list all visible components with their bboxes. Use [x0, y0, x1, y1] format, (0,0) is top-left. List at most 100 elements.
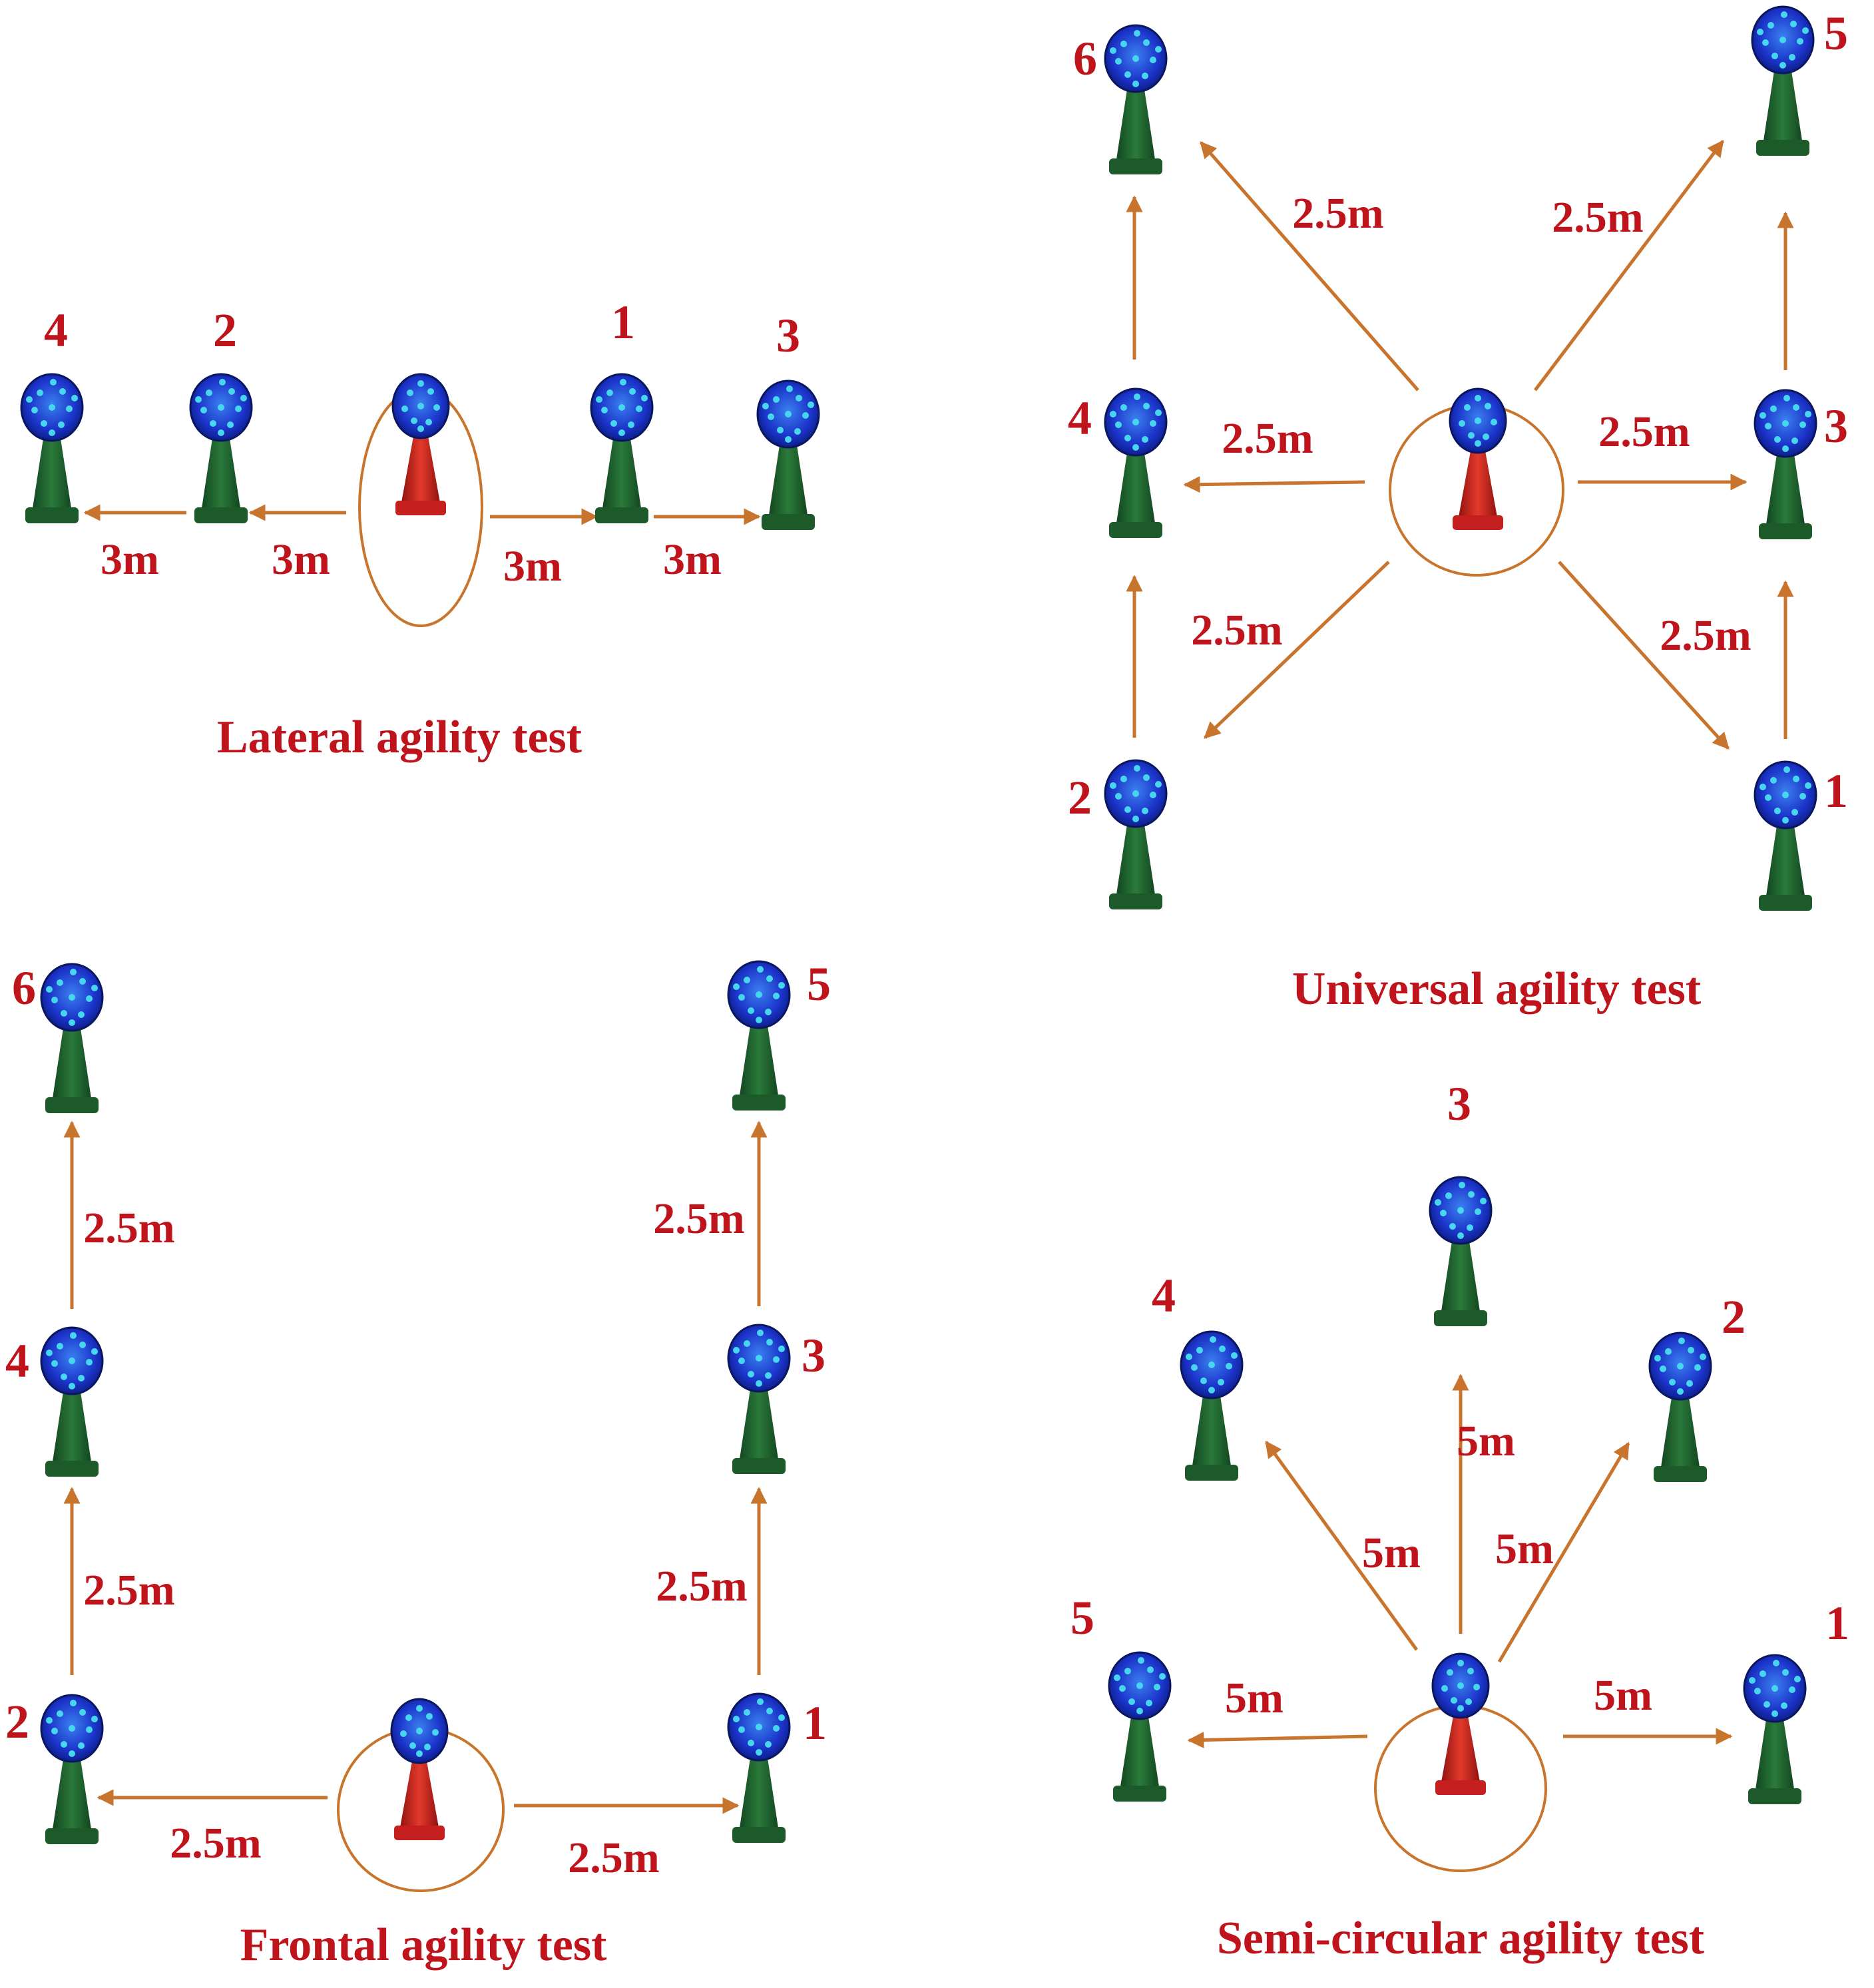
light-led — [1115, 793, 1122, 800]
light-led — [200, 407, 207, 413]
light-led — [1150, 57, 1156, 63]
light-led — [1678, 1338, 1685, 1344]
distance-label: 3m — [272, 535, 330, 584]
light-led — [744, 1340, 750, 1347]
distance-label: 3m — [101, 535, 159, 584]
light-led — [1219, 1346, 1226, 1352]
light-led — [1781, 11, 1787, 18]
light-led — [31, 407, 38, 413]
light-led — [766, 1708, 773, 1714]
distance-label: 2.5m — [170, 1819, 261, 1867]
distance-label: 5m — [1495, 1525, 1554, 1573]
light-led — [61, 1373, 67, 1380]
light-number: 3 — [1824, 399, 1848, 453]
light-led — [1802, 27, 1809, 34]
light-led — [1773, 1660, 1779, 1666]
light-led — [1435, 1199, 1441, 1206]
light-led — [765, 1372, 772, 1379]
light-led — [433, 404, 440, 411]
light-led — [61, 1010, 67, 1017]
light-led — [733, 983, 740, 990]
light-led — [756, 1355, 762, 1362]
light-led — [1134, 765, 1140, 772]
light-led — [432, 1729, 439, 1736]
light-led — [416, 1705, 423, 1712]
light-led — [1799, 421, 1806, 428]
light-led — [37, 389, 43, 396]
start-cone-base — [394, 1826, 445, 1840]
light-led — [1155, 46, 1162, 53]
semicircular-light-2 — [1648, 1332, 1712, 1482]
light-led — [1771, 1710, 1778, 1717]
light-led — [1110, 47, 1116, 54]
light-led — [1132, 816, 1139, 822]
light-led — [756, 1749, 762, 1756]
light-led — [756, 1380, 762, 1387]
distance-label: 3m — [503, 542, 562, 591]
light-led — [1688, 1347, 1694, 1354]
diagram-title: Semi-circular agility test — [1217, 1913, 1704, 1964]
light-led — [748, 1740, 754, 1746]
light-led — [46, 1350, 53, 1356]
direction-arrow — [1264, 1440, 1419, 1651]
light-led — [66, 405, 73, 412]
light-led — [417, 425, 424, 432]
light-led — [78, 1375, 85, 1381]
light-led — [1200, 1377, 1207, 1384]
frontal-start-cone — [390, 1698, 449, 1840]
light-led — [1770, 777, 1777, 784]
distance-label: 2.5m — [653, 1194, 744, 1243]
light-led — [628, 421, 634, 428]
light-led — [1464, 404, 1471, 411]
start-cone-base — [395, 501, 446, 515]
light-led — [1115, 58, 1122, 65]
light-led — [58, 421, 65, 428]
cone-base — [194, 507, 248, 523]
light-led — [1771, 53, 1778, 59]
light-led — [773, 993, 780, 999]
lateral-light-2 — [189, 373, 253, 523]
light-led — [1191, 1364, 1198, 1371]
light-led — [1774, 808, 1781, 814]
light-led — [1677, 1388, 1684, 1395]
light-led — [78, 1742, 85, 1749]
light-led — [411, 417, 417, 424]
light-led — [57, 979, 63, 986]
light-led — [61, 1741, 67, 1748]
start-cone-body — [1458, 447, 1498, 521]
cone-base — [1654, 1466, 1707, 1482]
light-led — [235, 405, 242, 412]
direction-arrow — [1497, 1441, 1630, 1663]
light-led — [1142, 73, 1148, 79]
cone-base — [45, 1828, 99, 1844]
light-number: 2 — [1722, 1290, 1746, 1344]
distance-label: 2.5m — [568, 1834, 659, 1882]
light-number: 4 — [5, 1334, 29, 1387]
light-led — [1457, 1682, 1464, 1689]
light-led — [57, 1710, 63, 1717]
light-led — [773, 1356, 780, 1363]
diagram-title: Universal agility test — [1292, 963, 1701, 1015]
light-led — [1783, 766, 1790, 773]
light-led — [218, 429, 224, 436]
start-circles-layer — [337, 387, 1564, 1892]
light-number: 6 — [1073, 32, 1097, 85]
light-led — [777, 427, 784, 433]
direction-arrow — [1204, 561, 1390, 739]
cone-body — [1660, 1393, 1700, 1471]
light-led — [762, 403, 769, 409]
light-led — [1660, 1366, 1666, 1372]
light-led — [636, 405, 642, 412]
light-led — [1491, 419, 1497, 425]
light-led — [1797, 38, 1803, 45]
light-led — [71, 395, 78, 401]
light-led — [733, 1716, 740, 1722]
light-led — [407, 389, 413, 396]
light-led — [765, 1741, 772, 1748]
light-led — [1465, 1698, 1472, 1705]
light-led — [416, 1750, 423, 1757]
light-led — [425, 419, 432, 425]
light-led — [1781, 1702, 1787, 1709]
